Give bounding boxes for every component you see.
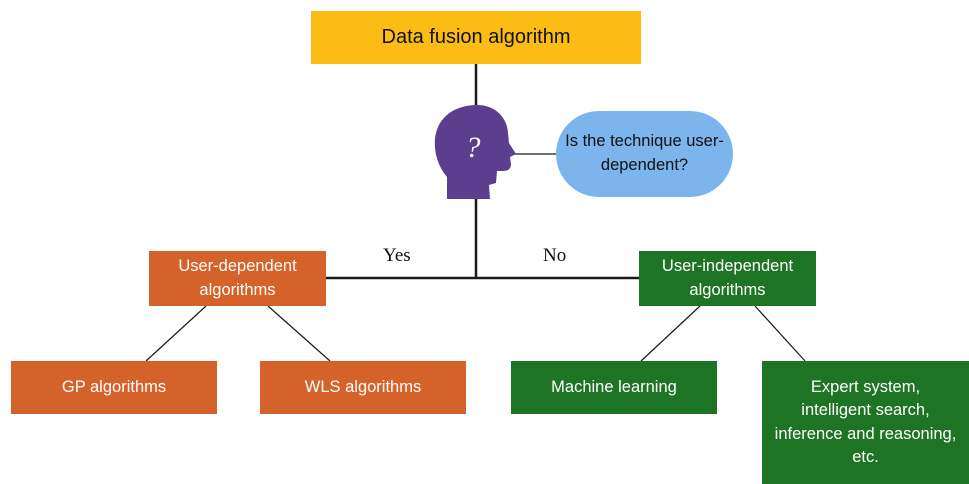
expert-system-node: Expert system, intelligent search, infer… [762,361,969,484]
es-line-2: intelligent search, [801,401,930,420]
ud-line-2: algorithms [199,280,276,299]
ui-line-1: User-independent [661,257,794,276]
ud-to-gp-line [145,305,207,362]
thinking-head-icon: ? [434,105,516,199]
ml-label: Machine learning [551,377,677,396]
ui-to-es-line [754,305,806,362]
es-line-3: inference and reasoning, [774,424,957,443]
root-label: Data fusion algorithm [381,26,571,49]
wls-algorithms-node: WLS algorithms [260,361,466,414]
es-line-1: Expert system, [810,377,921,396]
ud-to-wls-line [267,305,331,362]
decision-question-bubble: Is the technique user-dependent? [556,111,733,197]
gp-label: GP algorithms [61,377,167,396]
ui-line-2: algorithms [689,280,766,299]
es-line-4: etc. [852,447,879,466]
gp-algorithms-node: GP algorithms [11,361,217,414]
root-node: Data fusion algorithm [311,11,641,64]
question-line-1: Is the technique [565,132,682,151]
ud-line-1: User-dependent [178,257,297,276]
machine-learning-node: Machine learning [511,361,717,414]
question-line-2: user-dependent? [600,132,724,174]
wls-label: WLS algorithms [304,377,422,396]
user-independent-node: User-independent algorithms [639,251,816,306]
ui-to-ml-line [640,305,701,362]
no-branch-label: No [543,245,567,266]
user-dependent-node: User-dependent algorithms [149,251,326,306]
head-silhouette [434,105,516,199]
yes-branch-label: Yes [383,245,411,266]
question-mark-glyph: ? [466,131,481,164]
